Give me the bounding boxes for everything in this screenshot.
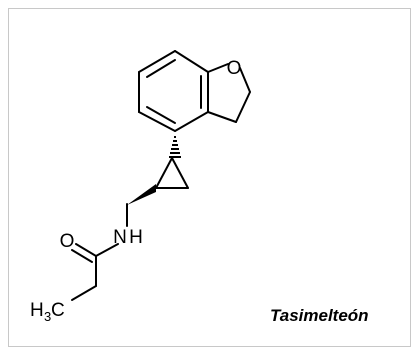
methyl-h-label: H (30, 300, 44, 321)
ring-oxygen-label: O (227, 58, 242, 79)
bond-lines (71, 50, 251, 301)
bond-ch2-ch2 (235, 91, 251, 123)
figure-frame (8, 8, 411, 347)
bond-cp-right (171, 157, 189, 189)
methyl-c-label: C (51, 300, 65, 321)
bond-ring-b (174, 50, 209, 73)
bond-ring-a (138, 50, 176, 73)
bond-carbonyl-2 (71, 249, 93, 263)
wedge-bond (127, 184, 156, 205)
carbonyl-oxygen-label: O (60, 231, 75, 252)
molecule-caption: Tasimelteón (270, 306, 369, 325)
bond-ring-e (138, 111, 176, 132)
bond-c-o (207, 63, 229, 73)
amide-nitrogen-label: N (113, 227, 127, 248)
bond-aromatic-3 (146, 106, 176, 124)
bond-carbonyl-1 (75, 243, 97, 257)
amide-hydrogen-label: H (129, 227, 143, 248)
hashed-bond (169, 136, 181, 158)
bond-ch2-ch3 (71, 285, 97, 301)
bond-ring-d (174, 111, 209, 132)
bond-n-carbonyl (95, 243, 119, 257)
bond-o-ch2 (239, 67, 251, 93)
bond-cp-left (155, 157, 173, 189)
bond-aromatic-1 (146, 59, 176, 78)
bond-ch2-ar (207, 111, 237, 123)
methyl-subscript-label: 3 (44, 309, 51, 324)
